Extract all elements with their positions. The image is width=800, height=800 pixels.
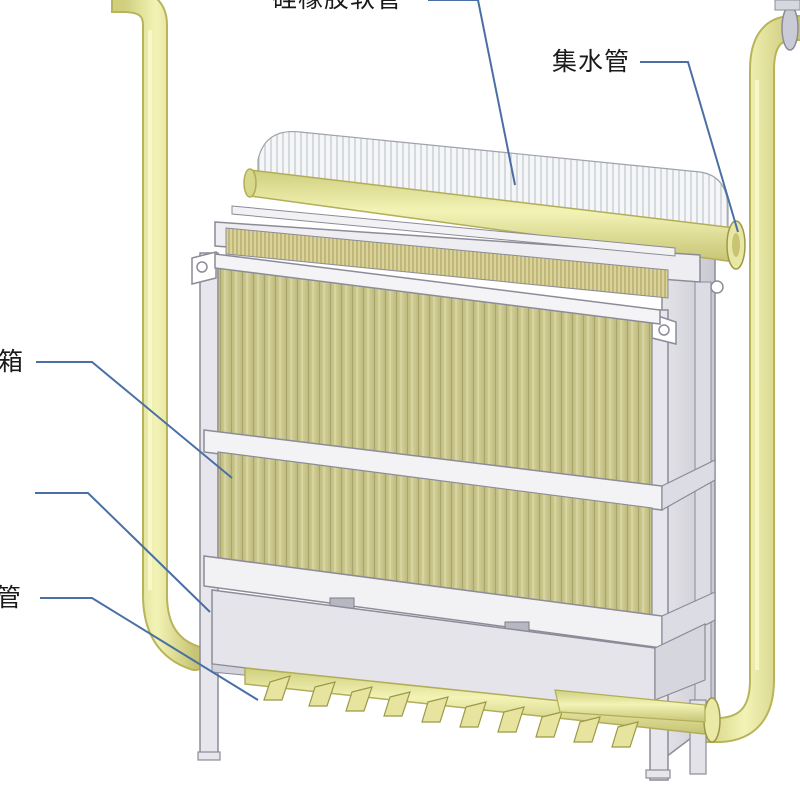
right-riser-pipe	[700, 0, 800, 743]
frame-left-post	[191, 251, 221, 761]
tank-label: 箱	[0, 347, 25, 376]
silicone-hose-assembly	[243, 130, 746, 270]
middle-crossbar	[203, 429, 716, 512]
leader-pipe-upper	[35, 492, 211, 613]
pipe-label: 管	[0, 583, 23, 612]
upper-membrane-panel	[214, 253, 661, 489]
silicone-hose-label: 硅橡胶软管	[272, 0, 402, 14]
leader-silicone-hose	[428, 0, 516, 186]
leader-pipe-lower	[40, 597, 259, 701]
leader-lines	[35, 0, 739, 701]
top-manifold	[214, 205, 701, 299]
leader-tank	[36, 361, 233, 479]
aeration-nozzles	[263, 675, 639, 748]
leader-collector-pipe	[640, 61, 739, 233]
collector-pipe-label: 集水管	[552, 47, 631, 76]
aeration-pipe	[244, 667, 721, 748]
left-riser-pipe	[111, 0, 208, 671]
